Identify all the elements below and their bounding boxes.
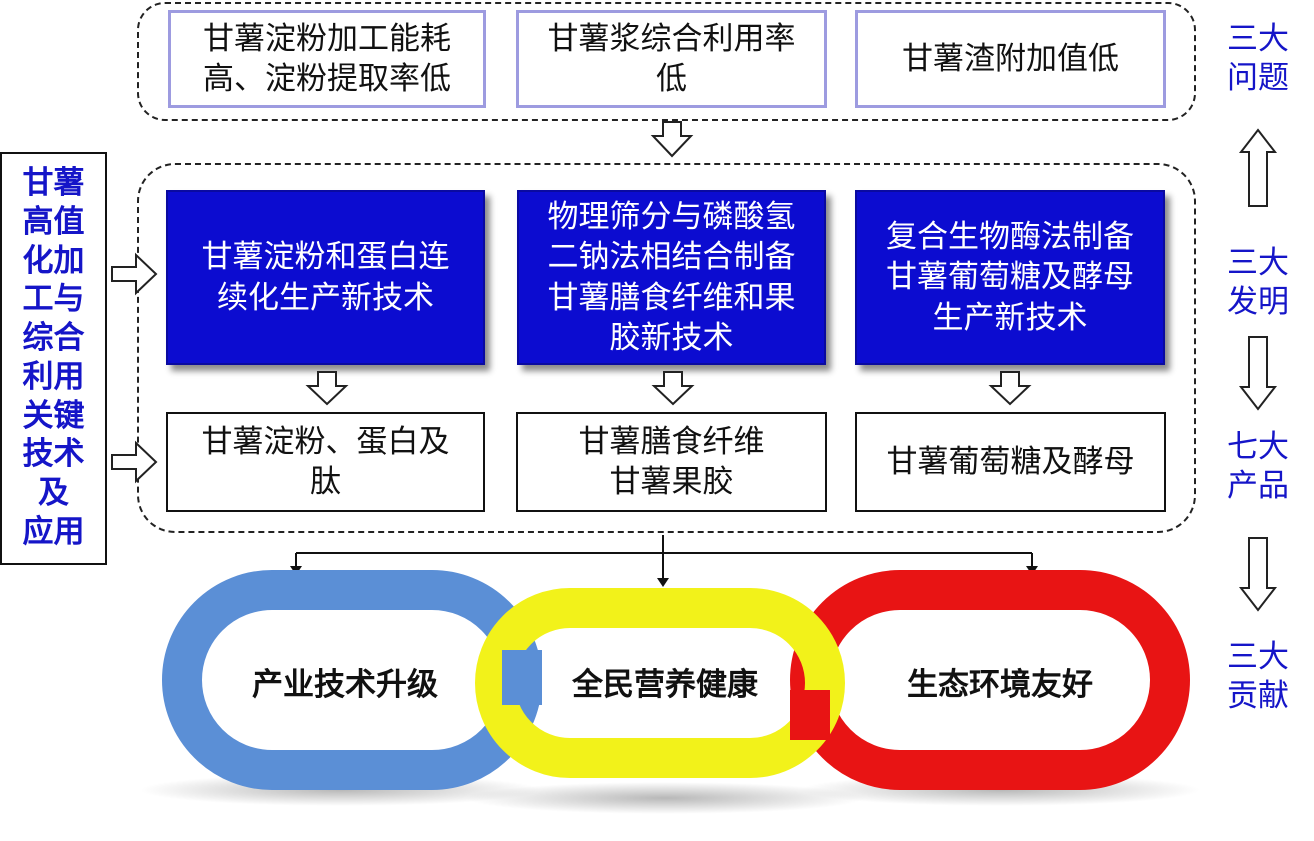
- ring-yellow: [475, 588, 845, 778]
- side-label-inventions: 三大 发明: [1227, 245, 1289, 320]
- contribution-label-1: 产业技术升级: [252, 666, 438, 703]
- inventions-products-group: [137, 163, 1196, 533]
- product-box-1: 甘薯淀粉、蛋白及 肽: [166, 412, 485, 512]
- right-arrow-icon: [111, 252, 158, 296]
- invention-box-2: 物理筛分与磷酸氢 二钠法相结合制备 甘薯膳食纤维和果 胶新技术: [517, 190, 826, 365]
- invention-text-1: 甘薯淀粉和蛋白连 续化生产新技术: [201, 239, 450, 316]
- left-title-text: 甘薯 高值 化加 工与 综合 利用 关键 技术 及 应用: [22, 165, 85, 550]
- problem-text-2: 甘薯浆综合利用率 低: [547, 20, 796, 97]
- down-arrow-icon: [988, 371, 1032, 406]
- side-label-contributions: 三大 贡献: [1227, 639, 1289, 714]
- contribution-label-2: 全民营养健康: [572, 666, 758, 703]
- invention-box-3: 复合生物酶法制备 甘薯葡萄糖及酵母 生产新技术: [855, 190, 1165, 365]
- down-arrow-icon: [1238, 537, 1278, 612]
- contribution-label-3: 生态环境友好: [907, 666, 1093, 703]
- product-text-1: 甘薯淀粉、蛋白及 肽: [201, 423, 450, 500]
- down-arrow-icon: [651, 371, 695, 406]
- problem-box-3: 甘薯渣附加值低: [855, 10, 1166, 108]
- right-arrow-icon: [111, 440, 158, 484]
- invention-text-3: 复合生物酶法制备 甘薯葡萄糖及酵母 生产新技术: [886, 219, 1134, 336]
- product-box-3: 甘薯葡萄糖及酵母: [855, 412, 1166, 512]
- invention-box-1: 甘薯淀粉和蛋白连 续化生产新技术: [166, 190, 485, 365]
- problems-group: [137, 2, 1196, 121]
- product-text-2: 甘薯膳食纤维 甘薯果胶: [578, 423, 765, 500]
- down-arrow-icon: [305, 371, 349, 406]
- invention-text-2: 物理筛分与磷酸氢 二钠法相结合制备 甘薯膳食纤维和果 胶新技术: [547, 198, 796, 356]
- left-title-box: 甘薯 高值 化加 工与 综合 利用 关键 技术 及 应用: [0, 152, 107, 565]
- problem-box-1: 甘薯淀粉加工能耗 高、淀粉提取率低: [168, 10, 486, 108]
- product-text-3: 甘薯葡萄糖及酵母: [886, 443, 1135, 480]
- side-label-problems: 三大 问题: [1227, 21, 1289, 96]
- problem-box-2: 甘薯浆综合利用率 低: [516, 10, 827, 108]
- down-arrow-icon: [1238, 336, 1278, 411]
- problem-text-3: 甘薯渣附加值低: [902, 40, 1119, 77]
- ring-shadow: [465, 782, 865, 814]
- arrowhead-icon: [657, 578, 669, 587]
- product-box-2: 甘薯膳食纤维 甘薯果胶: [516, 412, 827, 512]
- problem-text-1: 甘薯淀粉加工能耗 高、淀粉提取率低: [203, 20, 451, 97]
- down-arrow-icon: [650, 121, 694, 158]
- side-label-products: 七大 产品: [1227, 429, 1289, 504]
- up-arrow-icon: [1238, 128, 1278, 207]
